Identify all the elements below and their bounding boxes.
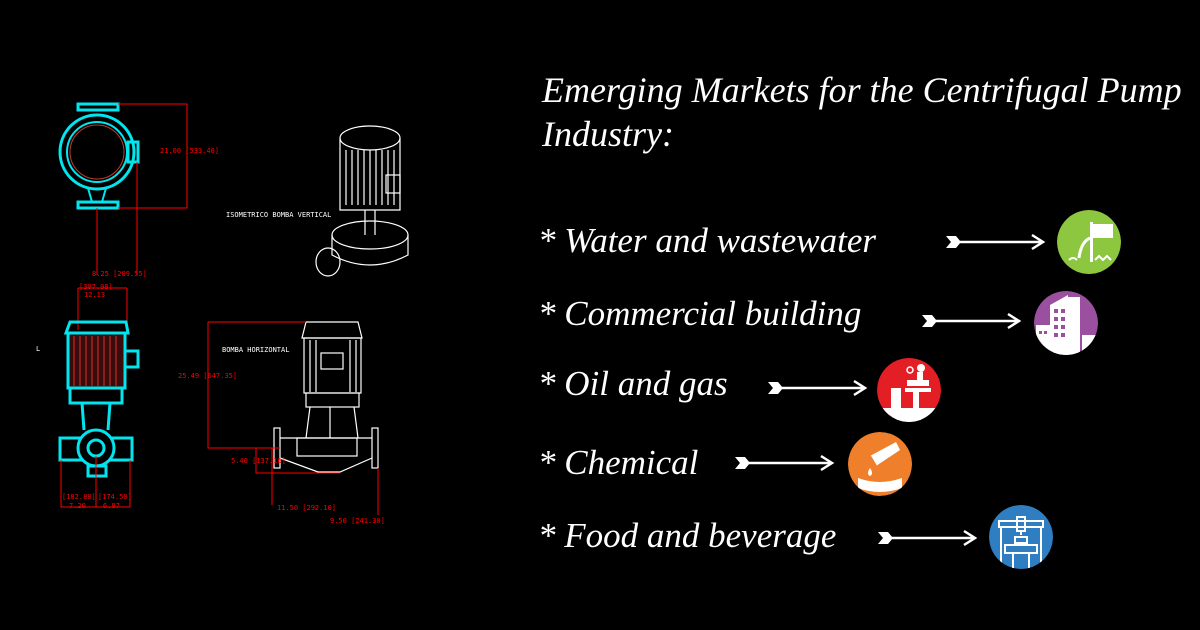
arrow-icon <box>946 233 1046 251</box>
market-food-beverage: * Food and beverage <box>538 516 837 555</box>
pump-cad-drawing: 21.00 [533.40] 8.25 [209.55] ISOMETRICO … <box>36 102 409 525</box>
dim-height-side: 25.49 [647.35] <box>178 372 237 380</box>
market-commercial: * Commercial building <box>538 294 862 333</box>
dim-left-in: 7.20 <box>69 502 86 510</box>
market-oil-gas: * Oil and gas <box>538 364 728 403</box>
dim-right-in: 6.87 <box>103 502 120 510</box>
market-water: * Water and wastewater <box>538 221 877 260</box>
arrow-icon <box>768 379 868 397</box>
marker-l: L <box>36 345 40 353</box>
dim-width-top: 8.25 [209.55] <box>92 270 147 278</box>
pump-side-view <box>273 321 379 473</box>
label-horizontal: BOMBA HORIZONTAL <box>222 346 289 354</box>
arrow-icon <box>735 454 835 472</box>
dim-height-top: 21.00 [533.40] <box>160 147 219 155</box>
market-chemical: * Chemical <box>538 443 699 482</box>
label-isometric: ISOMETRICO BOMBA VERTICAL <box>226 211 331 219</box>
dim-right-mm: [174.50] <box>98 493 132 501</box>
pump-top-view <box>58 102 188 275</box>
dim-total: 9.50 [241.30] <box>330 517 385 525</box>
test-tube-icon <box>848 432 912 496</box>
building-icon <box>1034 291 1098 355</box>
dim-left-mm: [182.88] <box>62 493 96 501</box>
isometric-pump <box>315 125 409 277</box>
pump-front-view <box>58 287 140 508</box>
dim-motor-mm: [307.98] <box>79 283 113 291</box>
arrow-icon <box>878 529 978 547</box>
dim-flange: 11.50 [292.10] <box>277 504 336 512</box>
page-title: Emerging Markets for the Centrifugal Pum… <box>542 70 1182 154</box>
dim-motor-in: 12.13 <box>84 291 105 299</box>
dim-base: 5.40 [137.16] <box>231 457 286 465</box>
oil-refinery-icon <box>877 358 941 422</box>
water-outflow-icon <box>1057 210 1121 274</box>
arrow-icon <box>922 312 1022 330</box>
food-machine-icon <box>989 505 1053 569</box>
